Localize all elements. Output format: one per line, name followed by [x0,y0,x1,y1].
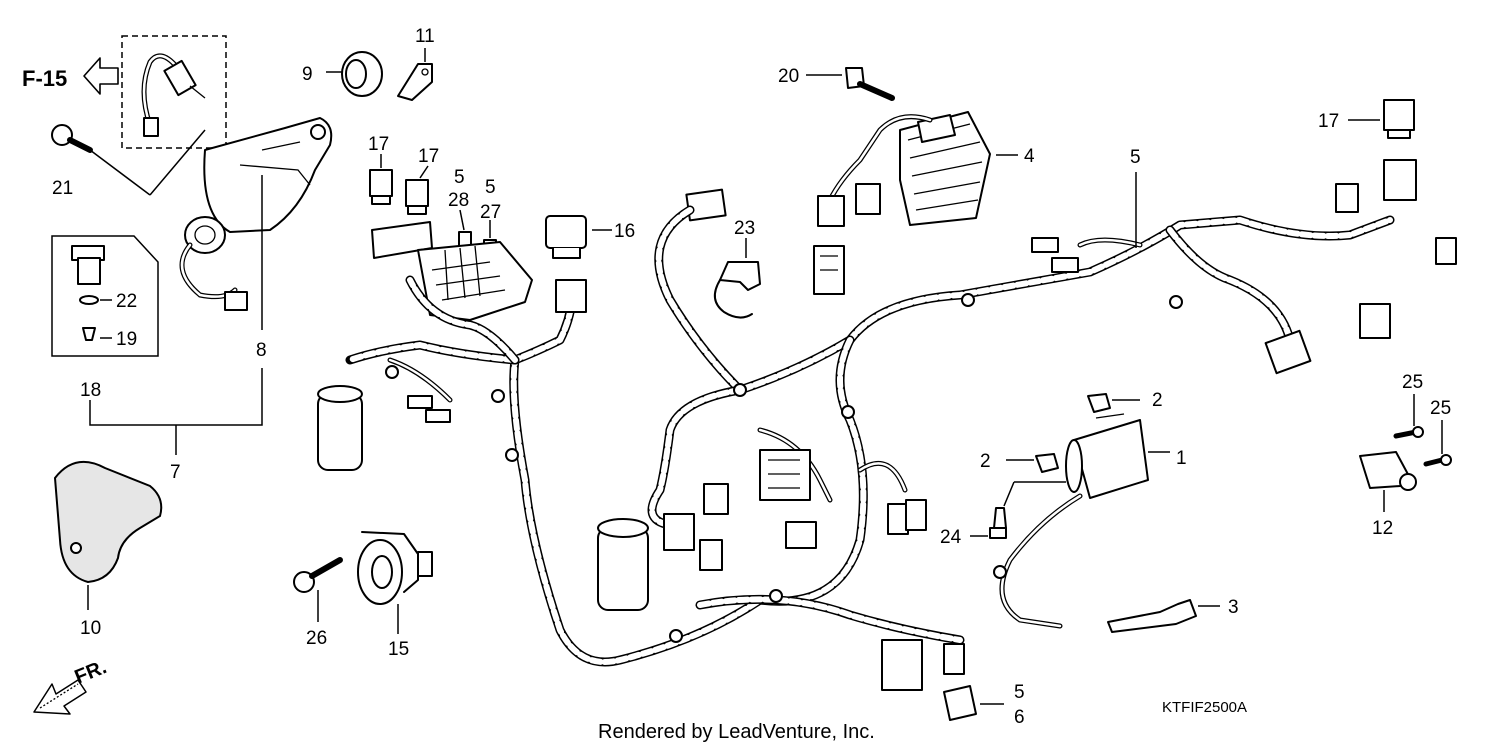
capacitor-left[interactable] [317,385,363,471]
harness-clips [385,293,1183,643]
ref-arrow-label: F-15 [22,66,67,91]
callout-26: 26 [306,628,327,649]
horn-15[interactable] [357,531,433,634]
bolt-24[interactable] [970,481,1066,539]
grommet-9[interactable] [326,51,383,97]
callout-28: 28 [448,190,469,211]
callout-labels: 1 2 2 3 4 5 5 5 5 6 7 8 9 10 11 12 15 16… [52,26,1451,728]
callout-9: 9 [302,64,313,85]
callout-8: 8 [256,340,267,361]
terminals-left[interactable] [407,395,451,423]
callout-23: 23 [734,218,755,239]
screw-25-right[interactable] [1423,420,1452,467]
inset-box-sensor [121,35,227,196]
key-cylinder-kit[interactable] [51,235,159,357]
fuse-box[interactable] [371,221,533,321]
key-11[interactable] [397,48,433,101]
ignition-switch[interactable] [179,117,333,330]
regulator-rectifier-4[interactable] [817,111,1018,227]
cap-5-6[interactable] [943,685,1004,721]
sensor-12[interactable] [1359,451,1417,512]
callout-5-left: 5 [454,167,465,188]
screw-25-left[interactable] [1393,394,1424,439]
callout-5-bottom: 5 [1014,682,1025,703]
callout-25-left: 25 [1402,372,1423,393]
callout-27: 27 [480,202,501,223]
group-bracket-7 [89,368,263,455]
footer-credit: Rendered by LeadVenture, Inc. [598,721,875,743]
bolt-26[interactable] [293,557,343,622]
callout-18: 18 [80,380,101,401]
callout-6: 6 [1014,707,1025,728]
relay-17-right[interactable] [1348,99,1415,139]
callout-5-right: 5 [1130,147,1141,168]
callout-17-right: 17 [1318,111,1339,132]
capacitor-bottom[interactable] [597,518,649,611]
harness-couplers[interactable] [555,159,1457,571]
nut-2-lower[interactable] [1006,453,1059,473]
callout-2-lower: 2 [980,451,991,472]
front-direction-arrow: FR. [33,656,110,715]
callout-4: 4 [1024,146,1035,167]
callout-15: 15 [388,639,409,660]
callout-25-right: 25 [1430,398,1451,419]
relay-17-left[interactable] [369,154,429,215]
ignition-coil-1[interactable] [993,413,1170,629]
callout-16: 16 [614,221,635,242]
callout-17-left: 17 [368,134,389,155]
callout-3: 3 [1228,597,1239,618]
coupler-top-center[interactable] [685,188,845,295]
callout-20: 20 [778,66,799,87]
fuse-28[interactable] [458,209,472,247]
callout-24: 24 [940,527,962,548]
coupler-bottom[interactable] [881,639,965,691]
callout-2-upper: 2 [1152,390,1163,411]
relay-16[interactable] [545,215,612,259]
callout-7: 7 [170,462,181,483]
reference-arrow-f15[interactable]: F-15 [22,57,119,95]
callout-11: 11 [415,26,435,47]
main-wire-harness[interactable] [345,205,1395,667]
bolt-21[interactable] [51,124,151,196]
spark-plug-cap-3[interactable] [1107,599,1220,633]
callout-12: 12 [1372,518,1393,539]
callout-1: 1 [1176,448,1187,469]
callout-19: 19 [116,329,137,350]
front-label: FR. [72,656,110,688]
diagram-code: KTFIF2500A [1162,699,1247,716]
callout-17-mid: 17 [418,146,439,167]
callout-5-mid: 5 [485,177,496,198]
clamp-23[interactable] [713,238,761,319]
callout-10: 10 [80,618,101,639]
callout-22: 22 [116,291,137,312]
bolt-20[interactable] [806,67,895,101]
nut-2-upper[interactable] [1087,393,1140,413]
cover-10[interactable] [53,460,163,610]
callout-21: 21 [52,178,73,199]
